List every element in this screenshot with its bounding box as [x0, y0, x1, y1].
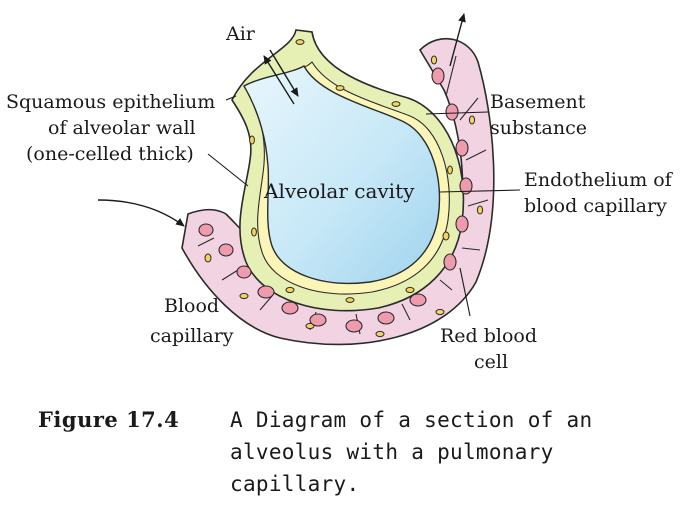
blood-flow-in-arrow [97, 199, 185, 227]
red-blood-cell [345, 319, 363, 333]
caption-text: A Diagram of a section of an alveolus wi… [230, 408, 593, 496]
label-rbc-line2: cell [474, 351, 508, 373]
red-blood-cell [455, 139, 469, 157]
basement-leader [425, 111, 489, 115]
red-blood-cell [257, 285, 275, 299]
blood-flow-out-arrow [449, 13, 466, 67]
label-blood-line1: Blood [164, 295, 219, 317]
figure-number: Figure 17.4 [38, 407, 180, 432]
red-blood-cell [443, 253, 457, 271]
red-blood-cell [455, 215, 469, 233]
alveolus-diagram: Air Squamous epithelium of alveolar wall… [6, 13, 674, 373]
label-squamous-line2: of alveolar wall [48, 117, 196, 139]
label-alveolar-cavity: Alveolar cavity [263, 179, 415, 203]
leader-lines [207, 95, 521, 317]
label-basement-line2: substance [490, 117, 587, 139]
rbc-leader [459, 267, 471, 317]
label-rbc-line1: Red blood [440, 325, 537, 347]
label-squamous-line3: (one-celled thick) [26, 143, 194, 165]
label-endothelium-line2: blood capillary [524, 195, 667, 217]
red-blood-cell [377, 311, 395, 325]
red-blood-cell [445, 103, 459, 121]
red-blood-cell [218, 243, 234, 257]
red-blood-cell [409, 293, 427, 307]
red-blood-cells [198, 67, 473, 333]
red-blood-cell [431, 67, 445, 85]
air-arrow-out [269, 49, 299, 97]
red-blood-cell [309, 313, 327, 327]
label-basement-line1: Basement [490, 91, 586, 113]
epithelial-nuclei [204, 39, 484, 338]
label-squamous-line1: Squamous epithelium [6, 91, 215, 113]
label-air: Air [225, 23, 256, 45]
red-blood-cell [198, 223, 214, 237]
red-blood-cell [281, 301, 299, 315]
air-arrow-in [263, 55, 295, 105]
alveolar-cavity [243, 65, 441, 285]
squamous-leader [225, 95, 237, 101]
red-blood-cell [236, 265, 252, 279]
red-blood-cell [459, 177, 473, 195]
label-endothelium-line1: Endothelium of [524, 169, 674, 191]
label-blood-line2: capillary [150, 325, 234, 347]
squamous-leader-2 [207, 153, 249, 187]
endothelium-leader [439, 189, 521, 193]
